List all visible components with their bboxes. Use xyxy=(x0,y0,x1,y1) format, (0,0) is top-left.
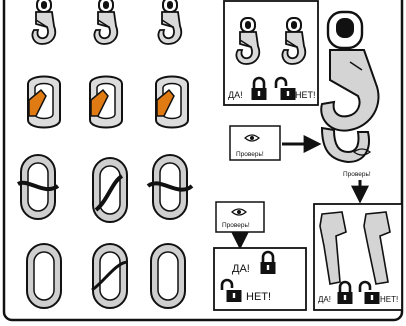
eye-icon xyxy=(244,134,260,142)
middle-no-label: НЕТ! xyxy=(246,291,271,303)
hook-closeup-yes xyxy=(319,211,347,285)
gate-hook-icon xyxy=(89,75,123,129)
eye-icon xyxy=(231,208,247,216)
eye-pupil xyxy=(237,210,241,214)
check-label-left: Проверь! xyxy=(236,151,264,158)
row4-carabiners xyxy=(26,243,186,309)
gate-hook-icon xyxy=(27,75,61,129)
carabiner-icon xyxy=(26,243,62,309)
top-yes-label: ДА! xyxy=(228,90,243,100)
rope-icon xyxy=(91,260,129,292)
row3-oval-carabiners xyxy=(16,154,194,223)
bottom-right-no-label: НЕТ! xyxy=(380,295,398,304)
bottom-right-yes-label: ДА! xyxy=(318,295,331,304)
gate-hook-icon xyxy=(155,75,189,129)
check-label-bottom: Проверь! xyxy=(222,222,250,229)
rope-icon xyxy=(16,180,60,192)
hook-closeup-no xyxy=(363,211,391,285)
top-no-label: НЕТ! xyxy=(295,90,316,100)
rope-icon xyxy=(146,181,194,192)
check-bubble-left xyxy=(229,125,281,161)
eye-icon xyxy=(352,148,372,156)
large-carabiner-detail xyxy=(320,10,380,132)
check-bubble-bottom xyxy=(215,201,265,233)
eye-pupil xyxy=(250,136,254,140)
check-label-right: Проверь! xyxy=(343,171,371,178)
carabiner-icon xyxy=(150,243,186,309)
row2-gate-hooks xyxy=(27,75,189,129)
carabiner-icon xyxy=(92,243,128,309)
rope-icon xyxy=(94,174,124,212)
middle-yes-label: ДА! xyxy=(232,263,250,275)
